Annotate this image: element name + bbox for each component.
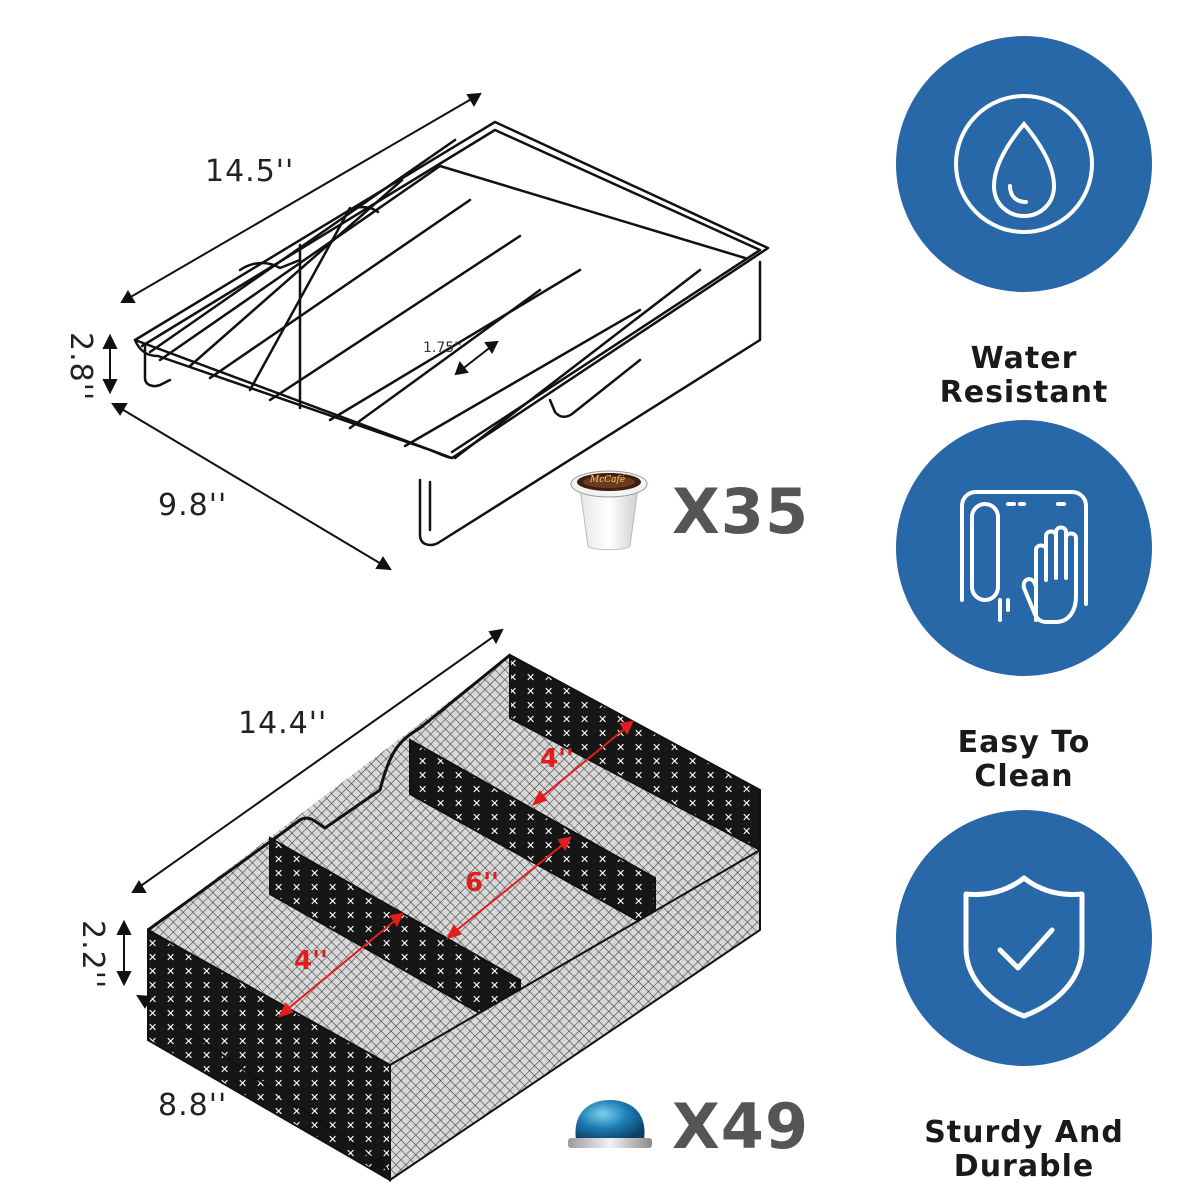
- rack-slot-width-label: 1.75'': [423, 340, 462, 356]
- drawer-capacity-count: X49: [672, 1090, 810, 1163]
- feature-water-resistant: Water Resistant: [893, 36, 1155, 410]
- feature-label-line1: Sturdy And: [924, 1115, 1124, 1150]
- feature-label-line2: Resistant: [939, 375, 1109, 410]
- drawer-compartment-left-label: 4'': [294, 946, 329, 976]
- water-drop-icon: [954, 94, 1094, 234]
- drawer-length-label: 14.4'': [238, 706, 328, 741]
- feature-label: Easy To Clean: [893, 726, 1155, 794]
- shield-check-icon: [963, 875, 1085, 1019]
- feature-label-line1: Easy To: [957, 725, 1091, 760]
- rack-depth-label: 9.8'': [158, 488, 228, 523]
- wire-rack-drawing: [102, 92, 770, 571]
- feature-label: Water Resistant: [893, 342, 1155, 410]
- hand-wipe-icon: [960, 490, 1088, 624]
- drawer-height-label: 2.2'': [75, 920, 110, 990]
- feature-circle: [896, 810, 1152, 1066]
- rack-height-label: 2.8'': [63, 332, 98, 402]
- drawer-compartment-middle-label: 6'': [465, 868, 500, 898]
- feature-circle: [896, 420, 1152, 676]
- feature-label-line2: Clean: [974, 759, 1074, 794]
- mesh-drawer-drawing: ✕: [116, 628, 761, 1182]
- rack-length-label: 14.5'': [205, 154, 295, 189]
- kcup-brand-text: McCafé: [590, 475, 626, 485]
- feature-label-line2: Durable: [953, 1149, 1095, 1184]
- feature-label-line1: Water: [970, 341, 1078, 376]
- feature-label: Sturdy And Durable: [893, 1116, 1155, 1184]
- vertuo-pod-icon: [568, 1100, 652, 1148]
- feature-circle: [896, 36, 1152, 292]
- drawer-compartment-right-label: 4'': [540, 744, 575, 774]
- drawer-depth-label: 8.8'': [158, 1088, 228, 1123]
- kcup-pod-icon: [570, 470, 648, 551]
- feature-easy-to-clean: Easy To Clean: [893, 420, 1155, 794]
- feature-sturdy-and-durable: Sturdy And Durable: [893, 810, 1155, 1184]
- rack-capacity-count: X35: [672, 475, 810, 548]
